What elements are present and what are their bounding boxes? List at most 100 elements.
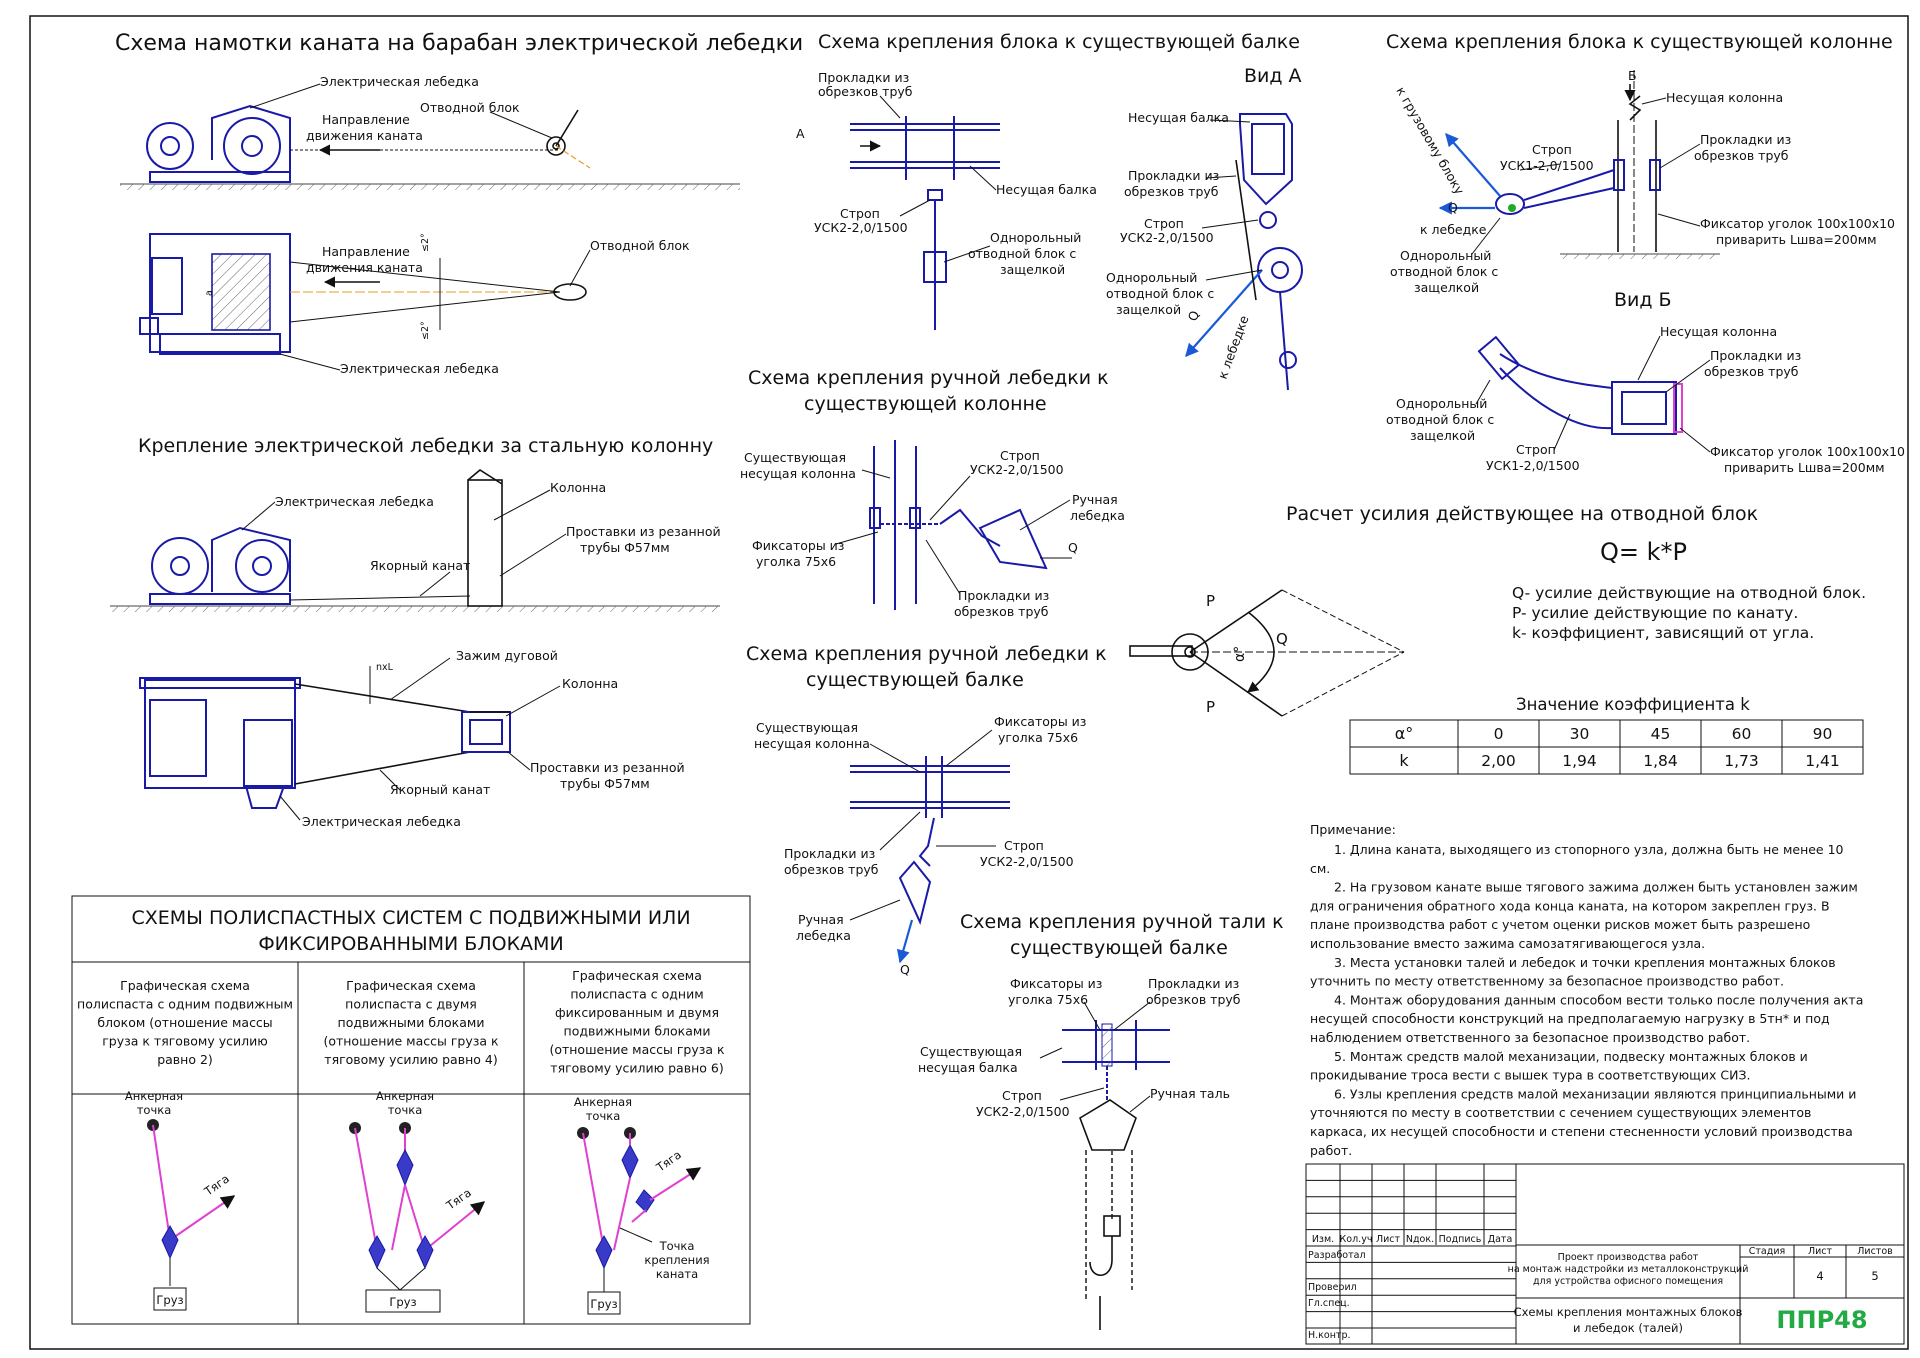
stamp-sheet-number: 4 bbox=[1816, 1269, 1823, 1283]
k-table-k-cell: 1,94 bbox=[1562, 752, 1597, 770]
notes-line: 6. Узлы крепления средств малой механиза… bbox=[1334, 1086, 1856, 1101]
force-alpha: α° bbox=[1232, 646, 1248, 662]
polyspast-col2-line: полиспаста с двумя bbox=[345, 997, 477, 1012]
label-column-1: Колонна bbox=[550, 480, 606, 495]
label-sling-ch2: УСК2-2,0/1500 bbox=[976, 1104, 1070, 1119]
polyspast-col1-line: полиспаста с одним подвижным bbox=[77, 997, 293, 1012]
stamp-sheet-label: Лист bbox=[1808, 1246, 1833, 1257]
polyspast-col2-line: тяговому усилию равно 4) bbox=[324, 1052, 497, 1067]
polyspast-col2-line: Графическая схема bbox=[346, 978, 476, 993]
label-spacers-2b: трубы Ф57мм bbox=[560, 776, 650, 791]
k-table-alpha-cell: 45 bbox=[1651, 725, 1671, 743]
force-p-top: P bbox=[1206, 592, 1215, 610]
label-a-arrow: А bbox=[796, 126, 805, 141]
legend-q: Q- усилие действующие на отводной блок. bbox=[1512, 584, 1866, 602]
load-3: Груз bbox=[590, 1297, 617, 1311]
stamp-col-header: Изм. bbox=[1312, 1234, 1334, 1245]
chain-hoist-drawing bbox=[1062, 1020, 1170, 1330]
notes-line: 5. Монтаж средств малой механизации, под… bbox=[1334, 1049, 1808, 1064]
stamp-col-header: Nдок. bbox=[1406, 1234, 1434, 1245]
title-force-calc: Расчет усилия действующее на отводной бл… bbox=[1286, 503, 1758, 525]
label-manual-winch-mc2: лебедка bbox=[1070, 508, 1125, 523]
label-fixator-c1: Фиксатор уголок 100х100х10 bbox=[1700, 216, 1895, 231]
label-sling-c1: Строп bbox=[1532, 142, 1572, 157]
polyspast-col1-line: Графическая схема bbox=[120, 978, 250, 993]
label-direction-1a: Направление bbox=[322, 112, 410, 127]
load-1: Груз bbox=[156, 1293, 183, 1307]
notes-line: 1. Длина каната, выходящего из стопорног… bbox=[1334, 842, 1844, 857]
label-sling-mb1: Строп bbox=[1004, 838, 1044, 853]
rope-point-2: крепления bbox=[644, 1253, 709, 1267]
stamp-row-label: Разработал bbox=[1308, 1250, 1366, 1261]
notes-line: каркаса, их несущей способности и степен… bbox=[1310, 1124, 1853, 1139]
label-fixators-ch2: уголка 75х6 bbox=[1008, 992, 1088, 1007]
label-electric-winch-1: Электрическая лебедка bbox=[320, 74, 479, 89]
label-single-block-c2: отводной блок с bbox=[1390, 264, 1498, 279]
polyspast-col3-line: Графическая схема bbox=[572, 968, 702, 983]
pull-3: Тяга bbox=[653, 1147, 684, 1175]
k-table-k-cell: 1,84 bbox=[1643, 752, 1678, 770]
label-to-winch-va: к лебедке bbox=[1215, 313, 1252, 381]
logo-ppr48: ППР48 bbox=[1776, 1306, 1867, 1334]
k-table-k-cell: 1,41 bbox=[1805, 752, 1840, 770]
title-chain-hoist-2: существующей балке bbox=[1010, 937, 1228, 959]
title-manual-winch-beam-1: Схема крепления ручной лебедки к bbox=[746, 643, 1107, 665]
polyspast-scheme-3 bbox=[577, 1127, 702, 1315]
label-nxl: nxL bbox=[376, 662, 394, 673]
label-pads-b2: обрезков труб bbox=[1704, 364, 1799, 379]
angle-top: ≤2° bbox=[420, 233, 431, 252]
label-b-arrow: Б bbox=[1628, 68, 1637, 83]
label-bearing-column-2: Несущая колонна bbox=[1660, 324, 1777, 339]
label-fixators-mb2: уголка 75х6 bbox=[998, 730, 1078, 745]
polyspast-col3-line: фиксированным и двумя bbox=[555, 1005, 719, 1020]
k-table-alpha-cell: 90 bbox=[1813, 725, 1833, 743]
stamp-row-label: Гл.спец. bbox=[1308, 1298, 1350, 1309]
polyspast-col3-line: тяговому усилию равно 6) bbox=[550, 1061, 723, 1076]
force-diagram bbox=[1129, 589, 1405, 717]
label-existing-col-2a: Существующая bbox=[756, 720, 858, 735]
notes-line: прокидывание троса вести с вышек тура в … bbox=[1310, 1068, 1751, 1083]
notes-line: 2. На грузовом канате выше тягового зажи… bbox=[1334, 880, 1858, 895]
label-diverting-block-1: Отводной блок bbox=[420, 100, 520, 115]
label-sling-a2: УСК2-2,0/1500 bbox=[814, 220, 908, 235]
label-fixators-mb1: Фиксаторы из bbox=[994, 714, 1086, 729]
k-table-alpha-header: α° bbox=[1395, 724, 1414, 743]
notes-line: использование вместо зажима самозатягива… bbox=[1310, 936, 1705, 951]
stamp-doc-title-2: и лебедок (талей) bbox=[1573, 1321, 1683, 1335]
polyspast-col2-line: подвижными блоками bbox=[338, 1015, 485, 1030]
stamp-col-header: Лист bbox=[1376, 1234, 1401, 1245]
label-pads-a1: Прокладки из bbox=[818, 70, 909, 85]
label-fixators-mc2: уголка 75х6 bbox=[756, 554, 836, 569]
title-view-a: Вид А bbox=[1244, 65, 1302, 87]
polyspast-col3-line: подвижными блоками bbox=[564, 1024, 711, 1039]
anchor-1a: Анкерная bbox=[125, 1089, 183, 1103]
view-a-drawing bbox=[1185, 113, 1303, 391]
polyspast-col1-text: Графическая схема полиспаста с одним подв… bbox=[77, 978, 293, 1067]
label-pads-ch2: обрезков труб bbox=[1146, 992, 1241, 1007]
label-bearing-beam-a: Несущая балка bbox=[996, 182, 1097, 197]
label-pads-b1: Прокладки из bbox=[1710, 348, 1801, 363]
title-view-b: Вид Б bbox=[1614, 289, 1672, 311]
stamp-row-label: Проверил bbox=[1308, 1282, 1357, 1293]
stamp-sheets-label: Листов bbox=[1857, 1246, 1893, 1257]
label-bearing-beam-va: Несущая балка bbox=[1128, 110, 1229, 125]
label-sling-a1: Строп bbox=[840, 206, 880, 221]
polyspast-col3-line: полиспаста с одним bbox=[570, 987, 703, 1002]
label-manual-hoist: Ручная таль bbox=[1150, 1086, 1230, 1101]
label-existing-col-1b: несущая колонна bbox=[740, 466, 856, 481]
label-bearing-column-1: Несущая колонна bbox=[1666, 90, 1783, 105]
label-q-c: Q bbox=[1448, 200, 1458, 215]
polyspast-col3-line: (отношение массы груза к bbox=[549, 1042, 725, 1057]
label-fixator-c2: приварить Lшва=200мм bbox=[1716, 232, 1877, 247]
label-sling-mb2: УСК2-2,0/1500 bbox=[980, 854, 1074, 869]
pull-1: Тяга bbox=[201, 1171, 232, 1199]
stamp-col-header: Дата bbox=[1488, 1234, 1513, 1245]
notes-line: 3. Места установки талей и лебедок и точ… bbox=[1334, 955, 1836, 970]
label-fixators-ch1: Фиксаторы из bbox=[1010, 976, 1102, 991]
label-pads-a2: обрезков труб bbox=[818, 84, 913, 99]
label-pads-ch1: Прокладки из bbox=[1148, 976, 1239, 991]
polyspast-col2-text: Графическая схема полиспаста с двумя подви… bbox=[323, 978, 499, 1067]
label-pads-mc2: обрезков труб bbox=[954, 604, 1049, 619]
